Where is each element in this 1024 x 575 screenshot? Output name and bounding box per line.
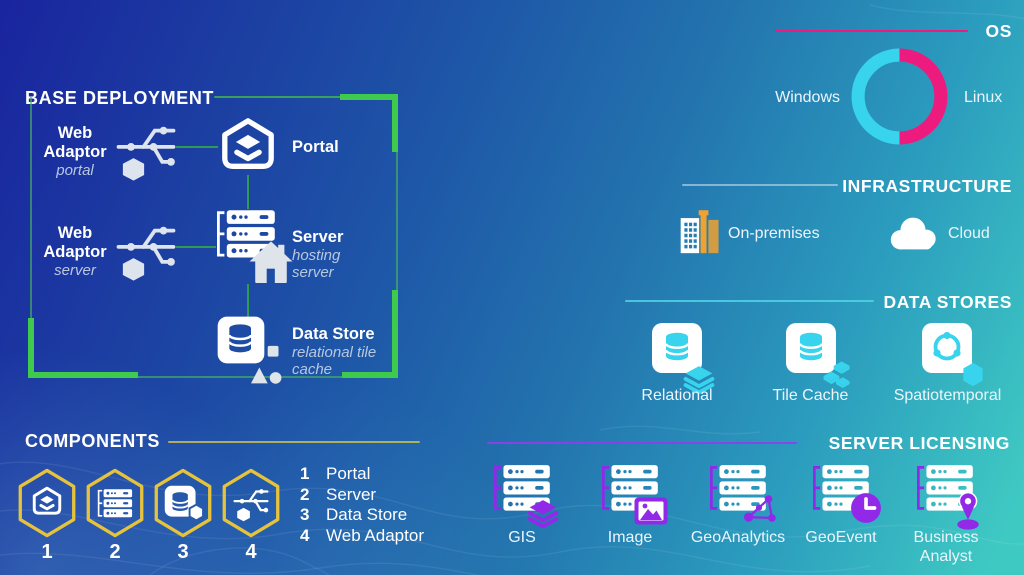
web-adaptor-portal-label: Web Adaptor [43, 124, 107, 161]
bracket-bottom-left-h [28, 372, 138, 378]
os-donut-chart [851, 48, 948, 145]
map-pin-icon [954, 490, 982, 531]
component-hex-portal: 1 [16, 468, 78, 564]
data-store-sublabel: relational tile cache [292, 344, 377, 378]
relational-label: Relational [641, 387, 713, 404]
legend-item: 2 Server [300, 485, 424, 506]
web-adaptor-portal-node: Web Adaptor portal [33, 124, 117, 179]
component-hex-data-store: 3 [152, 468, 214, 564]
portal-icon [217, 117, 279, 175]
connector-portal-server [247, 175, 249, 209]
bracket-top-right-v [392, 94, 398, 152]
data-store-icon [216, 315, 286, 385]
web-adaptor-server-node: Web Adaptor server [33, 224, 117, 279]
layers-icon [525, 499, 561, 528]
business-analyst-label: Business Analyst [913, 529, 979, 565]
os-title: OS [985, 21, 1012, 41]
hex-number: 3 [177, 541, 189, 563]
hosting-house-icon [248, 240, 294, 284]
legend-label: Data Store [326, 505, 408, 524]
components-title: COMPONENTS [25, 431, 161, 451]
os-rule [775, 30, 968, 32]
bracket-bottom-right-v [392, 290, 398, 378]
geoanalytics-label: GeoAnalytics [690, 529, 786, 546]
legend-number: 2 [300, 484, 310, 504]
os-windows-label: Windows [775, 89, 840, 106]
portal-icon [30, 486, 64, 518]
data-store-icon [164, 485, 204, 522]
relational-datastore-icon [651, 322, 703, 374]
geoevent-server-icon [810, 462, 872, 513]
component-hex-server: 2 [84, 468, 146, 564]
geoevent-label: GeoEvent [805, 529, 877, 546]
web-adaptor-icon [116, 118, 176, 182]
base-deployment-box [30, 97, 398, 378]
server-icon [96, 487, 134, 519]
hex-number: 1 [41, 541, 53, 563]
business-analyst-server-icon [914, 462, 976, 513]
data-store-label: Data Store [292, 325, 375, 343]
image-label: Image [607, 529, 653, 546]
base-deployment-title: BASE DEPLOYMENT [25, 88, 215, 108]
os-linux-label: Linux [964, 89, 1003, 106]
legend-item: 4 Web Adaptor [300, 526, 424, 547]
web-adaptor-icon [233, 484, 269, 522]
image-server-icon [599, 462, 661, 513]
hexagon-accent-icon [962, 362, 984, 387]
infrastructure-title: INFRASTRUCTURE [842, 176, 1012, 196]
cloud-label: Cloud [948, 225, 990, 242]
clock-icon [850, 492, 882, 524]
legend-label: Portal [326, 464, 371, 483]
hex-number: 2 [109, 541, 121, 563]
web-adaptor-server-label: Web Adaptor [43, 224, 107, 261]
bracket-top-right-h [340, 94, 398, 100]
bracket-bottom-left-v [28, 318, 34, 378]
server-sublabel: hosting server [292, 247, 341, 281]
web-adaptor-icon [116, 218, 176, 282]
web-adaptor-server-sublabel: server [54, 262, 96, 279]
legend-item: 3 Data Store [300, 505, 424, 526]
hex-number: 4 [245, 541, 257, 563]
tile-cache-label: Tile Cache [772, 387, 849, 404]
donut-slice-linux [899, 48, 948, 145]
portal-label: Portal [292, 138, 339, 156]
legend-number: 4 [300, 525, 310, 545]
component-hex-web-adaptor: 4 [220, 468, 282, 564]
network-icon [740, 491, 778, 526]
data-stores-rule [625, 300, 874, 302]
image-icon [633, 496, 669, 526]
server-licensing-rule [487, 442, 797, 444]
web-adaptor-portal-sublabel: portal [56, 162, 94, 179]
connector-webadaptor-server [176, 246, 216, 248]
bracket-bottom-right-h [342, 372, 398, 378]
components-legend: 1 Portal 2 Server 3 Data Store 4 Web Adaptor [300, 464, 424, 546]
data-stores-title: DATA STORES [883, 292, 1012, 312]
components-rule [168, 441, 420, 443]
gis-label: GIS [508, 529, 536, 546]
buildings-icon [678, 207, 724, 255]
server-label: Server [292, 228, 344, 246]
legend-item: 1 Portal [300, 464, 424, 485]
spatiotemporal-datastore-icon [921, 322, 973, 374]
tile-cache-datastore-icon [785, 322, 837, 374]
server-licensing-title: SERVER LICENSING [828, 433, 1010, 453]
connector-webadaptor-portal [176, 146, 218, 148]
on-premises-label: On-premises [728, 225, 820, 242]
cloud-icon [886, 213, 940, 253]
connector-server-datastore [247, 284, 249, 317]
infrastructure-rule [682, 184, 838, 186]
legend-label: Server [326, 484, 377, 504]
legend-number: 3 [300, 505, 310, 524]
legend-number: 1 [300, 464, 310, 483]
geoanalytics-server-icon [707, 462, 769, 513]
gis-server-icon [491, 462, 553, 513]
server-node-labels: Server hosting server [292, 228, 384, 281]
base-deployment-rule [214, 96, 342, 98]
donut-slice-windows [851, 48, 900, 145]
legend-label: Web Adaptor [326, 525, 424, 545]
data-store-node-labels: Data Store relational tile cache [292, 325, 388, 378]
spatiotemporal-label: Spatiotemporal [893, 387, 1002, 404]
